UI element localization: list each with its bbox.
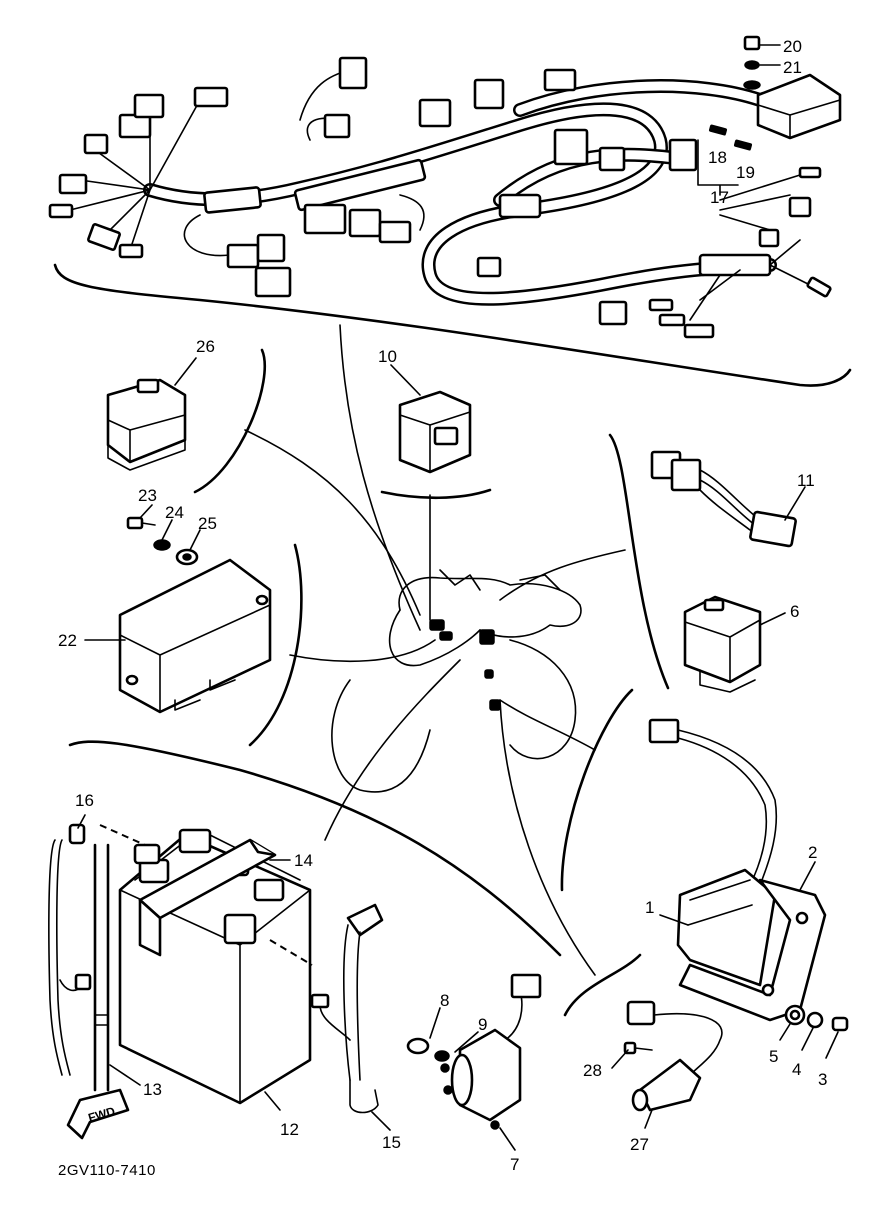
callout-21: 21 <box>783 58 802 77</box>
bracket-regulator-group <box>560 688 634 892</box>
callout-19: 19 <box>736 163 755 182</box>
callout-25: 25 <box>198 514 217 533</box>
part-22-cdi-unit <box>118 558 272 714</box>
part-7-starter-relay <box>440 973 542 1130</box>
callout-15: 15 <box>382 1133 401 1152</box>
part-2-bracket <box>678 878 827 1022</box>
callout-17: 17 <box>710 188 729 207</box>
bracket-26-10 <box>193 348 267 494</box>
fasteners-3-4-5 <box>784 1004 849 1032</box>
part-28-screw <box>623 1041 653 1055</box>
callout-20: 20 <box>783 37 802 56</box>
callout-24: 24 <box>165 503 184 522</box>
part-16-vent-hose <box>48 823 92 1076</box>
part-11-lead <box>650 450 797 548</box>
callout-5: 5 <box>769 1047 778 1066</box>
bracket-11-6 <box>608 433 670 690</box>
wire-harness <box>48 35 842 339</box>
callout-10: 10 <box>378 347 397 366</box>
group-leader-lines <box>244 324 626 976</box>
callout-26: 26 <box>196 337 215 356</box>
part-14-battery-band <box>138 838 277 957</box>
callout-numbers: 20 21 18 19 17 26 10 11 6 22 23 24 25 16… <box>58 37 827 1174</box>
part-6-relay <box>683 595 762 693</box>
part-10-flasher <box>398 390 472 474</box>
bracket-battery-group <box>68 740 562 957</box>
callout-27: 27 <box>630 1135 649 1154</box>
callout-16: 16 <box>75 791 94 810</box>
part-27-neutral-switch <box>626 1000 723 1112</box>
callout-4: 4 <box>792 1060 801 1079</box>
callout-leader-lines <box>77 44 839 1151</box>
callout-22: 22 <box>58 631 77 650</box>
callout-18: 18 <box>708 148 727 167</box>
fasteners-8-9 <box>406 1037 450 1062</box>
forward-direction-arrow: FWD <box>66 1088 130 1140</box>
part-26-relay <box>106 378 187 471</box>
diagram-code: 2GV110-7410 <box>58 1162 156 1179</box>
motorcycle-frame-outline <box>331 569 582 793</box>
part-1-rectifier-regulator <box>648 718 778 987</box>
callout-23: 23 <box>138 486 157 505</box>
callout-7: 7 <box>510 1155 519 1174</box>
callout-9: 9 <box>478 1015 487 1034</box>
harness-group-bracket <box>53 263 852 387</box>
callout-8: 8 <box>440 991 449 1010</box>
bracket-10 <box>380 488 492 500</box>
bracket-switch-group <box>563 953 642 1017</box>
callout-1: 1 <box>645 898 654 917</box>
fasteners-23-24-25 <box>126 516 199 566</box>
callout-12: 12 <box>280 1120 299 1139</box>
part-13-breather-hose <box>93 824 146 1092</box>
bracket-22 <box>248 543 303 747</box>
callout-14: 14 <box>294 851 313 870</box>
callout-13: 13 <box>143 1080 162 1099</box>
callout-6: 6 <box>790 602 799 621</box>
callout-11: 11 <box>797 471 815 490</box>
callout-3: 3 <box>818 1070 827 1089</box>
part-15-battery-cable <box>269 903 384 1114</box>
callout-2: 2 <box>808 843 817 862</box>
callout-28: 28 <box>583 1061 602 1080</box>
